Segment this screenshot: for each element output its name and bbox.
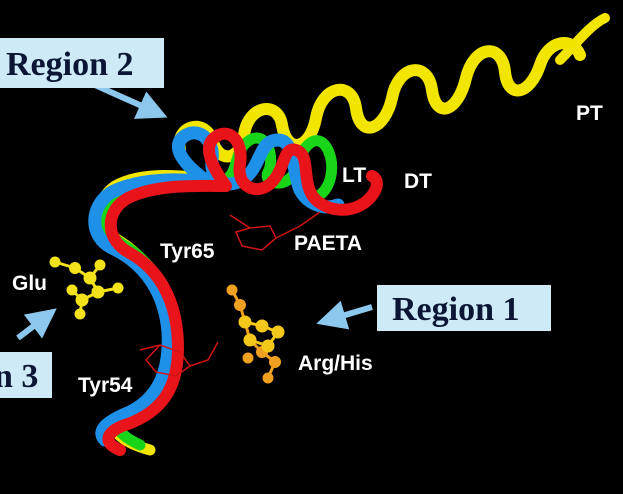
- region3-arrow: [16, 308, 57, 341]
- dt-label: DT: [404, 170, 432, 193]
- glu-label: Glu: [12, 272, 47, 295]
- pt-label: PT: [576, 102, 603, 125]
- sidechain-lines: [139, 211, 321, 377]
- region2-box: Region 2: [0, 38, 164, 88]
- tyr65-label: Tyr65: [160, 240, 215, 263]
- region2-arrow: [93, 82, 168, 119]
- lt-label: LT: [342, 164, 366, 187]
- region2-label: Region 2: [6, 46, 134, 83]
- arg-his-residue: [226, 284, 285, 384]
- region3-label: n 3: [0, 358, 38, 395]
- dt-ribbon: [102, 127, 383, 456]
- region1-label: Region 1: [392, 291, 520, 328]
- region3-box: n 3: [0, 352, 52, 398]
- region1-arrow: [316, 300, 373, 330]
- tyr54-label: Tyr54: [78, 374, 133, 397]
- arg-his-label: Arg/His: [298, 352, 373, 375]
- paeta-ribbon: [88, 126, 345, 447]
- region1-box: Region 1: [377, 285, 551, 331]
- arrows: [16, 82, 373, 341]
- glu-residue: [49, 256, 124, 320]
- paeta-label: PAETA: [294, 232, 362, 255]
